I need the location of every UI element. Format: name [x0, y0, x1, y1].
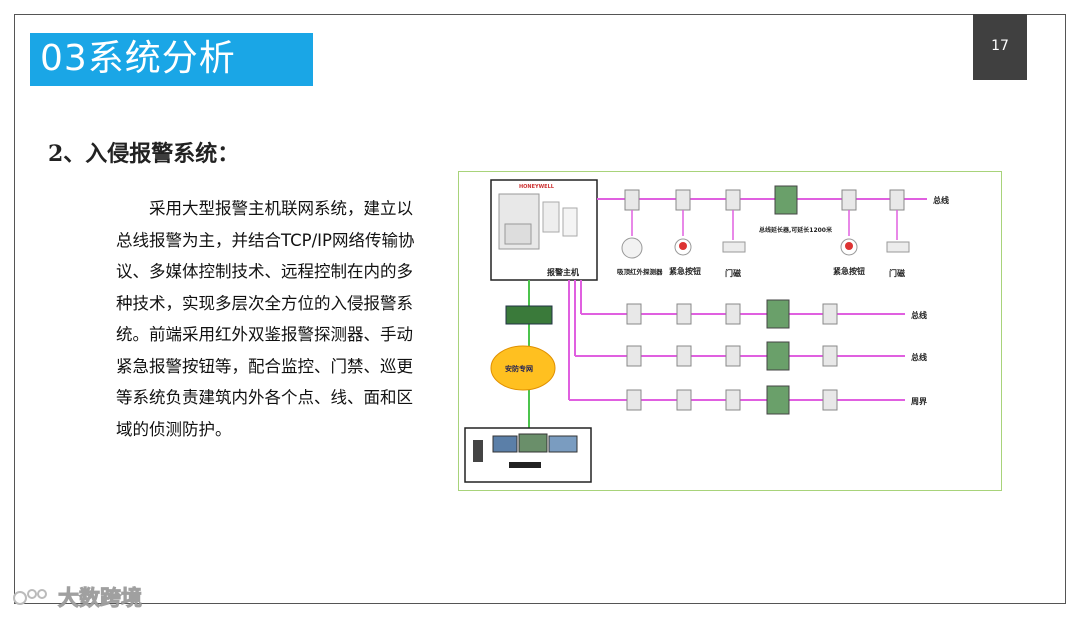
bus-1-modules: [624, 185, 905, 215]
slide-title: 03系统分析: [40, 38, 236, 79]
bus-3-modules: [626, 341, 838, 371]
bus-label-1: 总线: [933, 195, 949, 205]
monitor-icon-3: [548, 435, 578, 453]
door-contact-icon-1: [722, 241, 746, 253]
pc-tower-icon: [473, 440, 483, 462]
device-label-4: 总线延长器,可延长1200米: [759, 226, 832, 234]
device-label-2: 紧急按钮: [669, 266, 701, 276]
bus-label-2: 总线: [911, 310, 927, 320]
network-label: 安防专网: [505, 364, 533, 373]
device-label-1: 吸顶红外探测器: [617, 267, 663, 276]
watermark: 大数跨境: [12, 584, 143, 611]
keyboard-icon: [509, 462, 541, 468]
monitor-icon-1: [492, 435, 518, 453]
sensor-icon: [562, 207, 578, 237]
bus-2-modules: [626, 299, 838, 329]
keypad-icon: [542, 201, 560, 233]
network-cloud: [490, 345, 556, 391]
device-label-3: 门磁: [725, 268, 741, 278]
title-banner: 03系统分析: [30, 33, 313, 86]
brand-label: HONEYWELL: [519, 184, 555, 190]
bus-label-3: 总线: [911, 352, 927, 362]
bus-label-4: 周界: [911, 396, 928, 406]
body-text: 采用大型报警主机联网系统，建立以总线报警为主，并结合TCP/IP网络传输协议、多…: [116, 193, 416, 445]
device-label-6: 门磁: [889, 268, 905, 278]
monitor-icon-2: [518, 433, 548, 453]
panel-icon: [504, 223, 532, 245]
diagram-svg: HONEYWELL 报警主机 安防专网 总线: [464, 179, 949, 483]
host-label: 报警主机: [547, 267, 579, 277]
ceiling-pir-icon: [621, 237, 643, 259]
bus-4-modules: [626, 385, 838, 415]
section-heading: 2、入侵报警系统：: [48, 141, 240, 167]
network-board-icon: [505, 305, 553, 325]
body-paragraph: 采用大型报警主机联网系统，建立以总线报警为主，并结合TCP/IP网络传输协议、多…: [116, 199, 415, 439]
door-contact-icon-2: [886, 241, 910, 253]
panic-button-dot-2: [845, 242, 853, 250]
panic-button-dot-1: [679, 242, 687, 250]
alarm-system-diagram: HONEYWELL 报警主机 安防专网 总线: [458, 171, 1002, 491]
device-label-5: 紧急按钮: [833, 266, 865, 276]
logo-icon: [13, 589, 47, 605]
page-number: 17: [973, 14, 1027, 80]
watermark-text: 大数跨境: [58, 586, 143, 611]
